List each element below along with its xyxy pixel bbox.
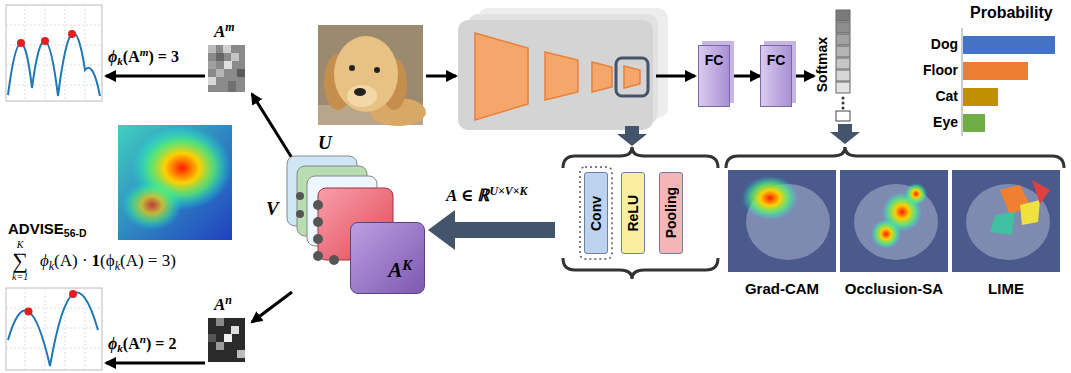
label-text: k=1 bbox=[12, 272, 28, 282]
math-label: ϕk(A) ·1(ϕk(A) = 3) bbox=[40, 251, 176, 271]
label-text: Dog bbox=[931, 36, 958, 52]
node-text: Pooling bbox=[663, 187, 679, 238]
label-text: k bbox=[117, 55, 123, 67]
relu-layer: ReLU bbox=[621, 172, 645, 254]
math-label: An bbox=[214, 295, 232, 315]
math-label: ϕk(An) = 2 bbox=[108, 334, 176, 353]
label-text: U×V×K bbox=[490, 184, 528, 198]
label-text: Grad-CAM bbox=[745, 280, 819, 297]
label-text: U bbox=[318, 132, 332, 153]
cnn-backbone bbox=[458, 8, 668, 130]
label-text: ADVISE bbox=[8, 220, 64, 237]
node-text: K bbox=[402, 257, 412, 273]
label-text: K bbox=[17, 240, 24, 250]
text-label: Probability bbox=[970, 3, 1053, 22]
conv-layer: Conv bbox=[584, 172, 608, 254]
label-text: V bbox=[266, 198, 279, 219]
text-label: Floor bbox=[923, 62, 958, 79]
math-label: K∑k=1 bbox=[12, 240, 28, 282]
math-label: V bbox=[266, 198, 279, 221]
label-text: A bbox=[214, 295, 225, 314]
text-label: LIME bbox=[988, 280, 1024, 298]
node-text: Conv bbox=[588, 196, 604, 231]
text-label: Dog bbox=[931, 36, 958, 53]
text-label: ADVISE56-D bbox=[8, 220, 87, 238]
softmax-layer: Softmax bbox=[814, 8, 851, 122]
text-label: Eye bbox=[933, 114, 958, 131]
label-text: k bbox=[117, 342, 123, 354]
label-text: (A bbox=[123, 48, 140, 65]
label-text: A bbox=[214, 22, 225, 41]
node-text: ReLU bbox=[625, 195, 641, 232]
label-text: (A bbox=[123, 335, 140, 352]
label-text: 56-D bbox=[64, 227, 87, 239]
label-text: ϕ bbox=[40, 251, 49, 270]
arrow-connector bbox=[792, 75, 814, 78]
pooling-layer: Pooling bbox=[659, 172, 683, 254]
signal-plot bbox=[6, 5, 102, 101]
node-text: A bbox=[388, 258, 402, 282]
input-photo bbox=[318, 25, 426, 126]
label-text: A ∈ ℝ bbox=[446, 186, 490, 205]
feature-map: AK bbox=[350, 222, 425, 294]
activation-map bbox=[208, 318, 245, 362]
math-label: Am bbox=[214, 22, 235, 42]
node-text: FC bbox=[767, 52, 786, 68]
label-text: LIME bbox=[988, 280, 1024, 297]
label-text: Occlusion-SA bbox=[845, 280, 943, 297]
label-text: Floor bbox=[923, 62, 958, 78]
node-text: Softmax bbox=[814, 37, 830, 92]
label-text: m bbox=[225, 20, 234, 34]
label-text: Cat bbox=[935, 88, 958, 104]
probability-bars bbox=[962, 28, 1055, 136]
label-text: ϕ bbox=[108, 335, 117, 352]
label-text: ) = 3 bbox=[148, 48, 178, 65]
heatmap bbox=[840, 170, 948, 272]
math-label: U bbox=[318, 132, 332, 155]
label-text: Eye bbox=[933, 114, 958, 130]
fc-layer: FC bbox=[698, 45, 730, 107]
math-label: A ∈ ℝU×V×K bbox=[446, 186, 528, 206]
label-text: n bbox=[225, 293, 232, 307]
label-text: ∑ bbox=[12, 250, 28, 272]
activation-map bbox=[208, 45, 245, 92]
label-text: (ϕ bbox=[100, 251, 115, 270]
math-label: ϕk(Am) = 3 bbox=[108, 47, 179, 66]
label-text: k bbox=[49, 259, 54, 273]
heatmap bbox=[952, 170, 1060, 272]
heatmap bbox=[118, 125, 232, 240]
node-text: FC bbox=[705, 52, 724, 68]
text-label: Occlusion-SA bbox=[845, 280, 943, 298]
fc-layer: FC bbox=[760, 45, 792, 107]
text-label: Grad-CAM bbox=[745, 280, 819, 298]
label-text: m bbox=[140, 46, 149, 58]
label-text: n bbox=[140, 333, 146, 345]
arrow-connector bbox=[730, 75, 760, 78]
signal-plot bbox=[6, 288, 102, 370]
label-text: Probability bbox=[970, 4, 1053, 21]
label-text: ϕ bbox=[108, 48, 117, 65]
label-text: (A) = 3) bbox=[120, 251, 176, 270]
softmax-bar bbox=[835, 8, 851, 122]
heatmap bbox=[728, 170, 836, 272]
label-text: 1 bbox=[92, 251, 101, 270]
label-text: ) = 2 bbox=[146, 335, 176, 352]
text-label: Cat bbox=[935, 88, 958, 105]
label-text: (A) · bbox=[54, 251, 88, 270]
label-text: k bbox=[115, 259, 120, 273]
